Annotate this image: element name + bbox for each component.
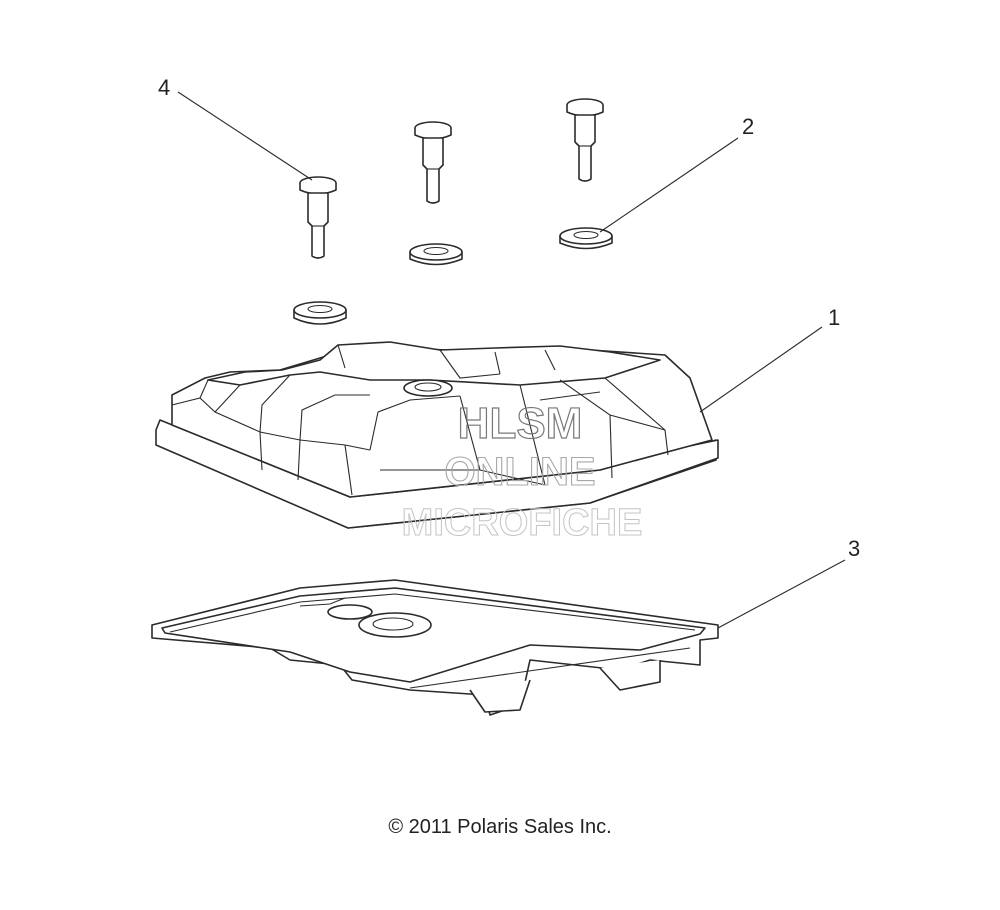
- svg-text:MICROFICHE: MICROFICHE: [402, 502, 643, 544]
- callout-1: 1: [699, 305, 840, 413]
- watermark: HLSM ONLINE MICROFICHE: [401, 398, 643, 544]
- callout-3: 3: [717, 536, 860, 629]
- callout-2: 2: [599, 114, 754, 233]
- grommet-left: [293, 301, 347, 325]
- svg-text:4: 4: [158, 75, 170, 100]
- valve-cover: [155, 341, 719, 529]
- copyright-notice: © 2011 Polaris Sales Inc.: [388, 816, 612, 838]
- svg-text:ONLINE: ONLINE: [444, 450, 595, 494]
- svg-text:1: 1: [828, 305, 840, 330]
- svg-text:2: 2: [742, 114, 754, 139]
- gasket: [151, 579, 719, 716]
- svg-text:3: 3: [848, 536, 860, 561]
- grommet-middle: [409, 243, 463, 266]
- bolt-left: [299, 176, 337, 259]
- grommet-right: [559, 227, 613, 250]
- svg-text:HLSM: HLSM: [458, 399, 583, 448]
- bolt-right: [566, 98, 604, 182]
- bolt-middle: [414, 121, 452, 204]
- callout-4: 4: [158, 75, 313, 181]
